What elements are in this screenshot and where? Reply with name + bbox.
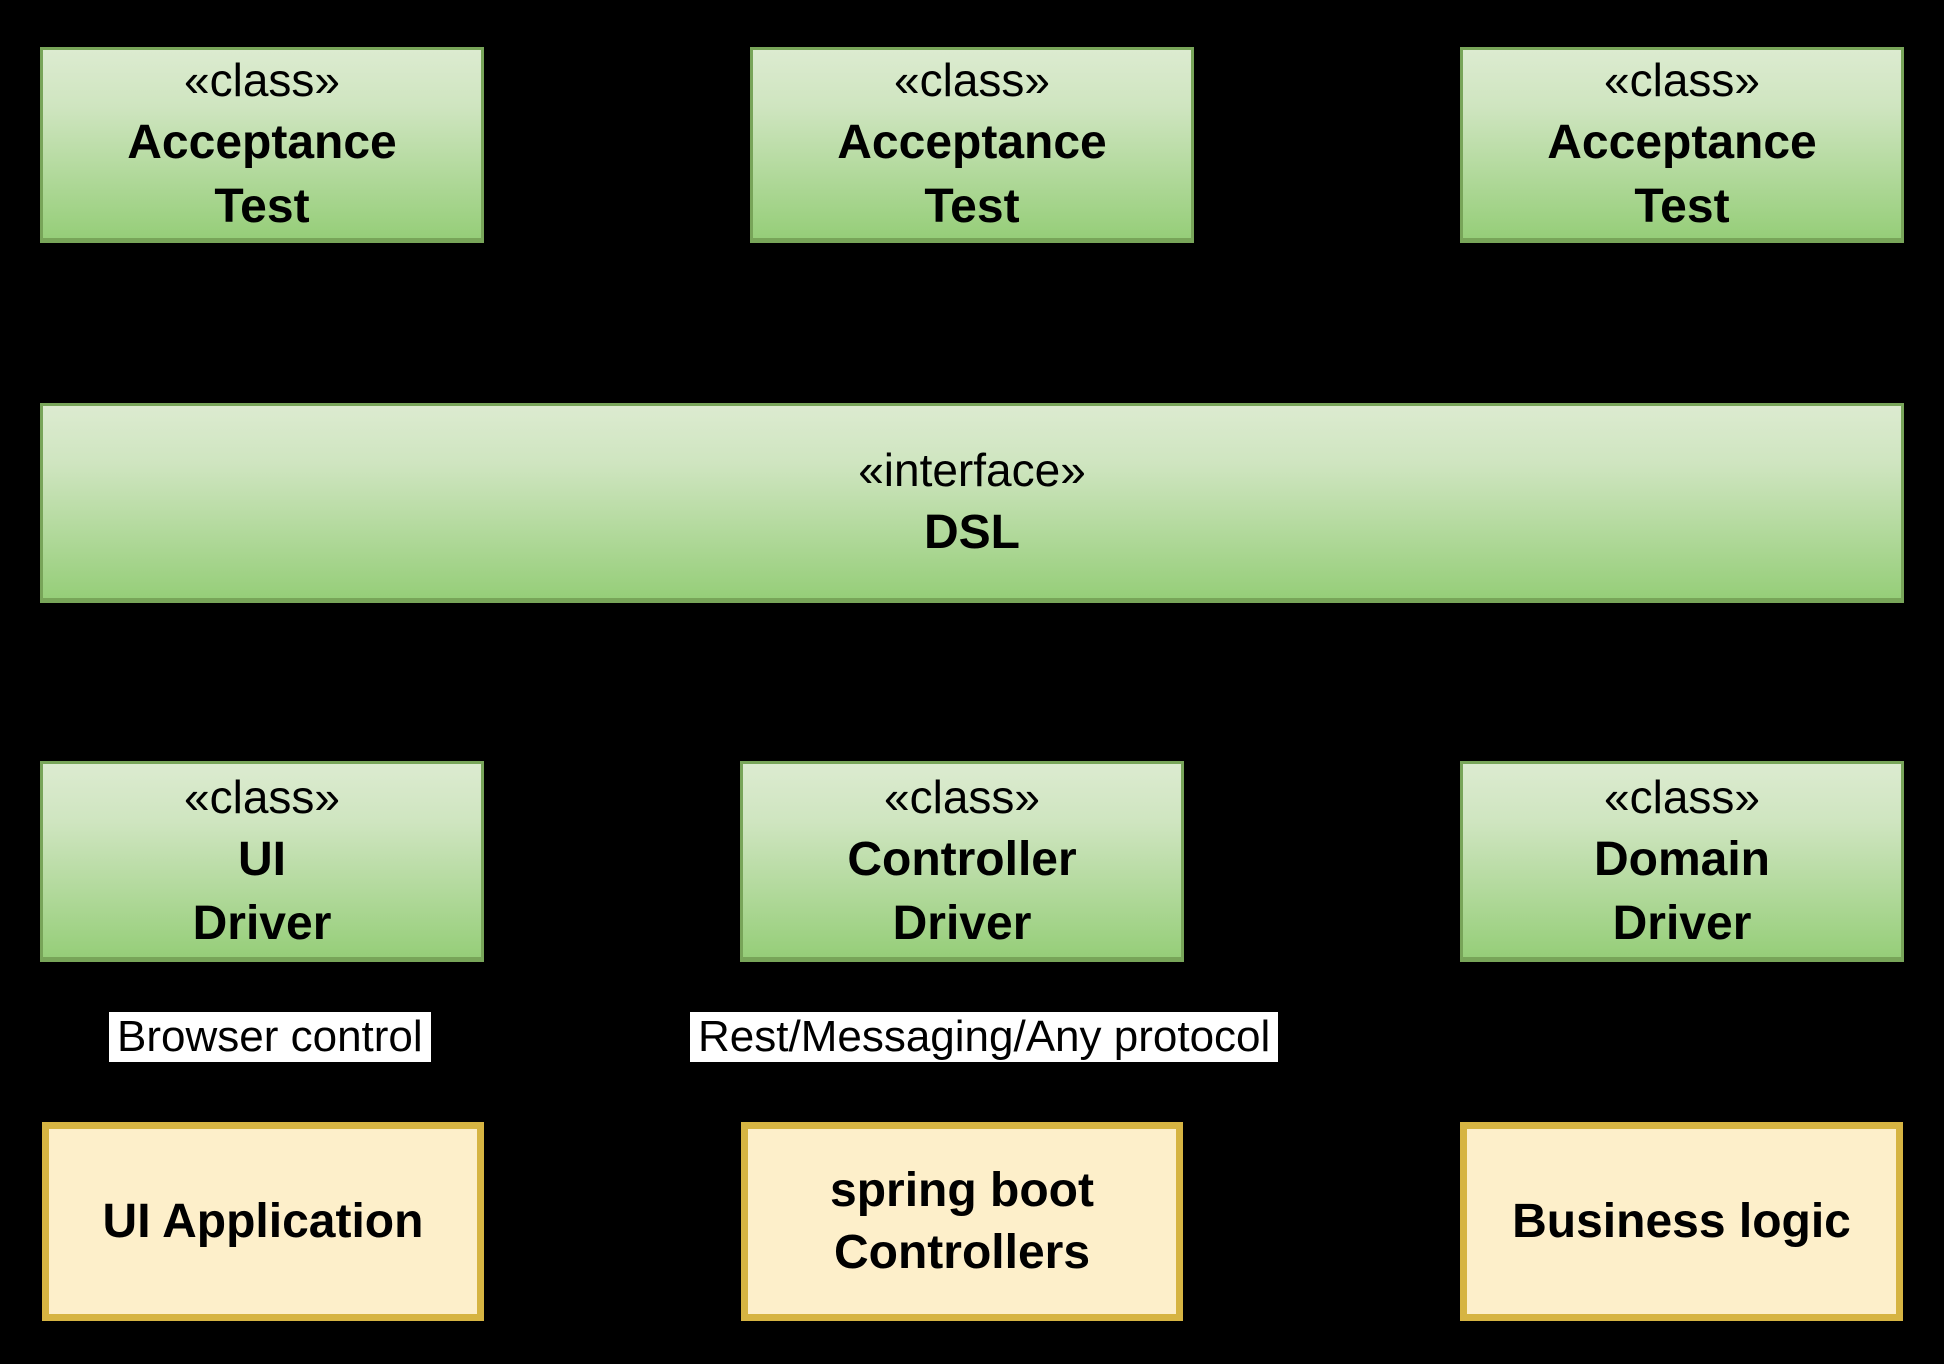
class-box-acceptance-test-1: «class» Acceptance Test: [40, 47, 484, 243]
interface-name: DSL: [924, 506, 1020, 559]
interface-box-dsl: «interface» DSL: [40, 403, 1904, 603]
system-name-line: Controllers: [833, 1225, 1091, 1279]
stereotype-label: «interface»: [858, 444, 1086, 496]
stereotype-label: «class»: [894, 54, 1050, 106]
class-name-line: Test: [924, 180, 1020, 233]
class-name-line: Driver: [1612, 896, 1752, 950]
system-box-business-logic: Business logic: [1460, 1122, 1903, 1321]
stereotype-label: «class»: [184, 54, 340, 106]
class-name-line: Driver: [192, 896, 332, 950]
class-name-line: Acceptance: [127, 116, 397, 169]
stereotype-label: «class»: [184, 770, 340, 823]
class-name-line: Acceptance: [837, 116, 1107, 169]
class-name-line: Acceptance: [1547, 116, 1817, 169]
system-box-spring-boot-controllers: spring boot Controllers: [741, 1122, 1183, 1321]
stereotype-label: «class»: [1604, 54, 1760, 106]
class-box-domain-driver: «class» Domain Driver: [1460, 761, 1904, 962]
class-name-line: Controller: [847, 832, 1077, 886]
class-box-acceptance-test-2: «class» Acceptance Test: [750, 47, 1194, 243]
class-name-line: UI: [238, 832, 286, 886]
class-name-line: Test: [1634, 180, 1730, 233]
class-box-ui-driver: «class» UI Driver: [40, 761, 484, 962]
system-name-line: Business logic: [1512, 1194, 1851, 1248]
class-name-line: Driver: [892, 896, 1032, 950]
class-name-line: Test: [214, 180, 310, 233]
class-box-controller-driver: «class» Controller Driver: [740, 761, 1184, 962]
system-box-ui-application: UI Application: [42, 1122, 484, 1321]
system-name-line: spring boot: [830, 1163, 1094, 1217]
label-browser-control: Browser control: [109, 1012, 431, 1062]
system-name-line: UI Application: [102, 1194, 424, 1248]
class-name-line: Domain: [1593, 832, 1770, 886]
stereotype-label: «class»: [884, 770, 1040, 823]
label-rest-messaging-any-protocol: Rest/Messaging/Any protocol: [690, 1012, 1279, 1062]
stereotype-label: «class»: [1604, 770, 1760, 823]
class-box-acceptance-test-3: «class» Acceptance Test: [1460, 47, 1904, 243]
